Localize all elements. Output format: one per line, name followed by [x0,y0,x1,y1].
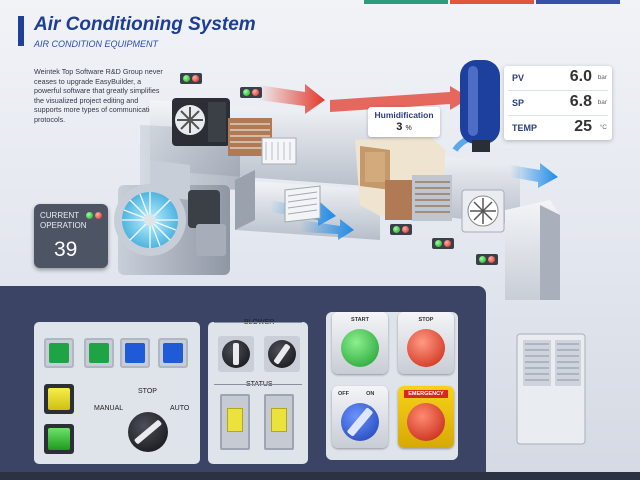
toggle-switch-3[interactable] [120,338,150,368]
status-switch-2[interactable] [264,394,294,450]
red-lamp [95,212,102,219]
mode-stop-label: STOP [138,388,157,395]
green-lamp [86,212,93,219]
toggle-switch-2[interactable] [84,338,114,368]
green-push-button[interactable] [44,424,74,454]
green-lamp [435,240,442,247]
red-lamp [402,226,409,233]
reading-key: TEMP [512,123,538,133]
toggle-switch-1[interactable] [44,338,74,368]
heater-2-indicator [432,238,454,249]
filter-panel [261,137,297,165]
top-tab-blue[interactable] [536,0,620,4]
red-lamp [252,89,259,96]
green-lamp [183,75,190,82]
mode-selector-knob[interactable] [128,412,168,452]
humidifier-indicator [390,224,412,235]
mode-auto-label: AUTO [170,405,190,412]
red-lamp [444,240,451,247]
yellow-push-button[interactable] [44,384,74,414]
reading-row-pv: PV 6.0 bar [504,66,612,90]
hvac-diagram [114,60,560,300]
divider [508,90,608,91]
title-accent-bar [18,16,24,46]
description-text: Weintek Top Software R&D Group never cea… [34,67,163,124]
vent-grille [284,185,321,223]
divider [214,384,302,385]
green-lamp [243,89,250,96]
humidification-value: 3 [396,121,403,133]
exhaust-fan-indicator [180,73,202,84]
start-label: START [351,317,369,323]
supply-fan [461,189,505,233]
green-lamp [393,226,400,233]
reading-row-temp: TEMP 25 °C [504,116,612,140]
bottom-strip [0,472,640,480]
blower-fan [114,160,230,275]
outdoor-condenser [516,333,586,445]
on-label: ON [366,391,375,397]
stop-button[interactable]: STOP [398,312,454,374]
reading-key: SP [512,98,525,108]
green-lamp [479,256,486,263]
hot-air-arrow [258,84,325,114]
reading-key: PV [512,73,525,83]
red-lamp [192,75,199,82]
humidification-display: Humidification 3 % [368,107,440,137]
status-switch-1[interactable] [220,394,250,450]
on-off-selector[interactable]: OFF ON [332,386,388,448]
current-operation-display: CURRENT OPERATION 39 [34,204,108,268]
pressure-temp-readings: PV 6.0 bar SP 6.8 bar TEMP 25 °C [504,66,612,140]
toggle-switch-4[interactable] [158,338,188,368]
reading-value: 6.0 [569,68,592,85]
top-tab-green[interactable] [364,0,448,4]
divider [214,322,302,323]
cool-air-arrow-2 [510,163,558,188]
blower-selector-1[interactable] [218,336,254,372]
reading-unit: bar [597,99,607,106]
current-operation-label: CURRENT OPERATION [40,211,87,230]
current-operation-value: 39 [54,238,78,261]
compressor [460,60,500,152]
start-button[interactable]: START [332,312,388,374]
reading-value: 25 [574,118,592,135]
reading-row-sp: SP 6.8 bar [504,91,612,115]
humidification-unit: % [405,125,412,132]
divider [508,115,608,116]
top-tab-red[interactable] [450,0,534,4]
emergency-label: EMERGENCY [404,390,448,398]
off-label: OFF [338,391,349,397]
heater-coil-2 [385,175,452,221]
reading-unit: °C [599,124,607,131]
mode-manual-label: MANUAL [94,405,124,412]
stop-label: STOP [418,317,434,323]
blower-selector-2[interactable] [264,336,300,372]
page-title: Air Conditioning System [34,14,256,35]
red-lamp [488,256,495,263]
humidification-label: Humidification [374,110,434,120]
emergency-stop-button[interactable]: EMERGENCY [398,386,454,448]
reading-value: 6.8 [569,93,592,110]
page-subtitle: AIR CONDITION EQUIPMENT [34,39,159,49]
exhaust-fan-unit [172,98,230,146]
supply-fan-indicator [476,254,498,265]
heater-1-indicator [240,87,262,98]
reading-unit: bar [597,74,607,81]
